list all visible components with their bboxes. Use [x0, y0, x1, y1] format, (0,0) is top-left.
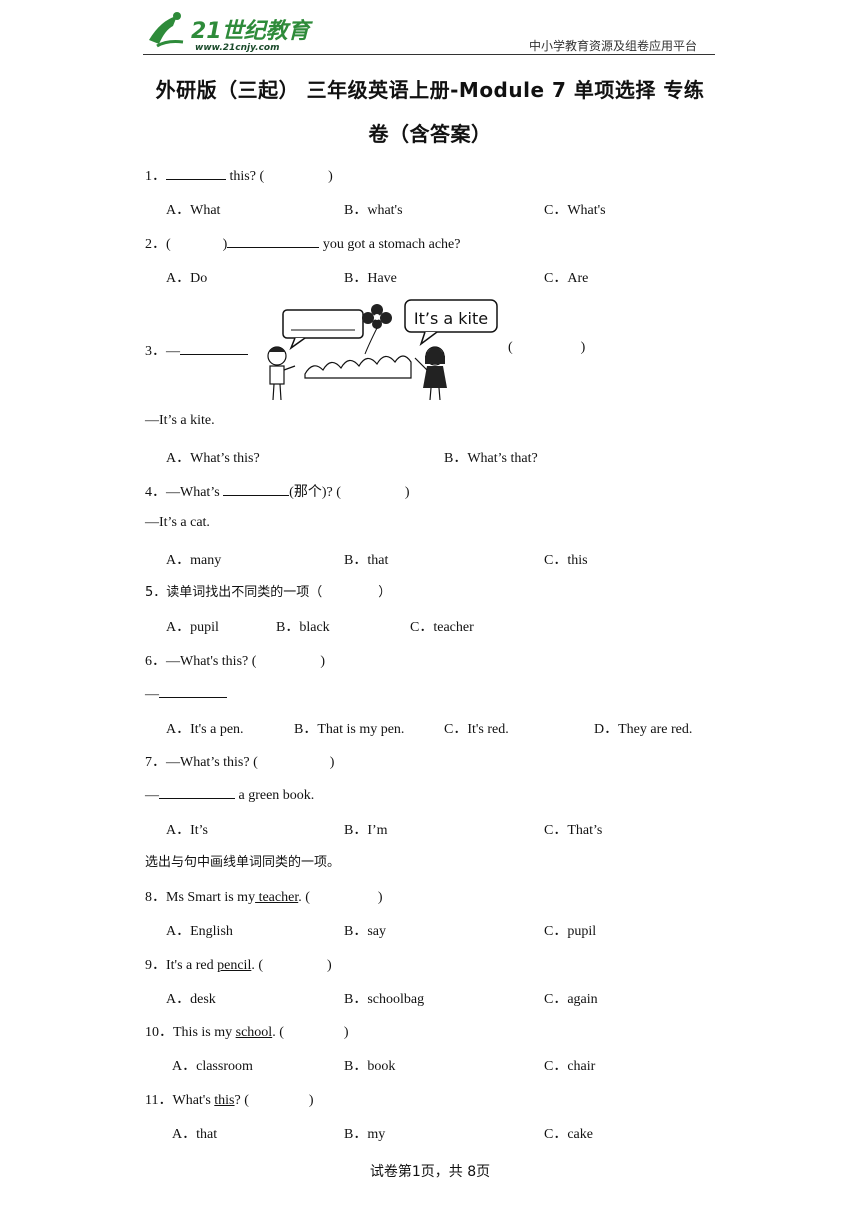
underlined-word: teacher — [255, 890, 299, 905]
q3-option-a[interactable]: A．What’s this? — [166, 451, 260, 466]
q5-option-a[interactable]: A．pupil — [166, 620, 219, 635]
answer-blank — [159, 785, 235, 799]
question-8: 8．Ms Smart is my teacher. () — [145, 890, 383, 905]
q5-option-c[interactable]: C．teacher — [410, 620, 474, 635]
q7-option-a[interactable]: A．It’s — [166, 823, 208, 838]
q10-option-b[interactable]: B．book — [344, 1059, 396, 1074]
q2-option-a[interactable]: A．Do — [166, 271, 208, 286]
q2-option-b[interactable]: B．Have — [344, 271, 397, 286]
q6-option-b[interactable]: B．That is my pen. — [294, 722, 405, 737]
logo-url-text: www.21cnjy.com — [195, 43, 280, 53]
question-11: 11．What's this? () — [145, 1093, 314, 1108]
q1-option-c[interactable]: C．What's — [544, 203, 606, 218]
answer-blank — [159, 684, 227, 698]
q11-option-c[interactable]: C．cake — [544, 1127, 593, 1142]
page-title-line1: 外研版（三起） 三年级英语上册-Module 7 单项选择 专练 — [155, 78, 705, 102]
kite-illustration: It’s a kite — [267, 299, 498, 401]
q7-option-c[interactable]: C．That’s — [544, 823, 603, 838]
q6-response: — — [145, 684, 227, 703]
section-instruction: 选出与句中画线单词同类的一项。 — [145, 855, 341, 870]
q6-option-d[interactable]: D．They are red. — [594, 722, 693, 737]
q4-option-a[interactable]: A．many — [166, 553, 222, 568]
q1-option-b[interactable]: B．what's — [344, 203, 403, 218]
answer-blank — [180, 341, 248, 355]
girl-figure — [414, 346, 447, 401]
q5-option-b[interactable]: B．black — [276, 620, 330, 635]
underlined-word: pencil — [217, 958, 252, 973]
page-header: 21世纪教育 www.21cnjy.com 中小学教育资源及组卷应用平台 — [143, 10, 715, 56]
platform-name: 中小学教育资源及组卷应用平台 — [528, 39, 697, 53]
answer-blank — [166, 166, 226, 180]
q11-option-a[interactable]: A．that — [172, 1127, 218, 1142]
q4-option-c[interactable]: C．this — [544, 553, 588, 568]
question-2: 2．() you got a stomach ache? — [145, 233, 460, 253]
q9-option-a[interactable]: A．desk — [166, 992, 216, 1007]
page-title-line2: 卷（含答案） — [368, 122, 492, 146]
q3-response: —It’s a kite. — [145, 413, 215, 428]
q4-option-b[interactable]: B．that — [344, 553, 389, 568]
question-9: 9．It's a red pencil. () — [145, 958, 332, 973]
q1-option-a[interactable]: A．What — [166, 203, 221, 218]
q8-option-b[interactable]: B．say — [344, 924, 386, 939]
page-footer: 试卷第1页，共 8页 — [369, 1164, 491, 1180]
question-10: 10．This is my school. () — [145, 1025, 349, 1040]
answer-blank — [223, 482, 290, 496]
underlined-word: school — [235, 1025, 273, 1040]
logo-21cnjy: 21世纪教育 www.21cnjy.com — [149, 12, 314, 53]
q9-option-b[interactable]: B．schoolbag — [344, 992, 425, 1007]
q4-response: —It’s a cat. — [145, 515, 210, 530]
question-4: 4．—What’s (那个)? () — [145, 481, 410, 501]
q8-option-a[interactable]: A．English — [166, 924, 233, 939]
q10-option-c[interactable]: C．chair — [544, 1059, 596, 1074]
q7-option-b[interactable]: B．I’m — [344, 823, 388, 838]
q11-option-b[interactable]: B．my — [344, 1127, 386, 1142]
question-1: 1． this? () — [145, 165, 333, 185]
answer-blank — [227, 234, 320, 248]
q9-option-c[interactable]: C．again — [544, 992, 598, 1007]
boy-figure — [267, 346, 296, 401]
q7-response: — a green book. — [145, 785, 314, 804]
kite-icon — [362, 304, 392, 355]
underlined-word: this — [214, 1093, 235, 1108]
q2-option-c[interactable]: C．Are — [544, 271, 589, 286]
q6-option-c[interactable]: C．It's red. — [444, 722, 509, 737]
q6-option-a[interactable]: A．It's a pen. — [166, 722, 244, 737]
question-7: 7．—What’s this? () — [145, 755, 335, 770]
logo-main-text: 21世纪教育 — [191, 18, 314, 44]
q3-answer-paren: () — [508, 340, 586, 355]
q10-option-a[interactable]: A．classroom — [172, 1059, 253, 1074]
q3-option-b[interactable]: B．What’s that? — [444, 451, 538, 466]
q8-option-c[interactable]: C．pupil — [544, 924, 597, 939]
speech-bubble-text: It’s a kite — [414, 309, 488, 328]
header-divider — [143, 54, 715, 55]
question-3: 3．— — [145, 340, 248, 360]
question-6: 6．—What's this? () — [145, 654, 326, 669]
question-5: 5．读单词找出不同类的一项（） — [145, 585, 392, 600]
